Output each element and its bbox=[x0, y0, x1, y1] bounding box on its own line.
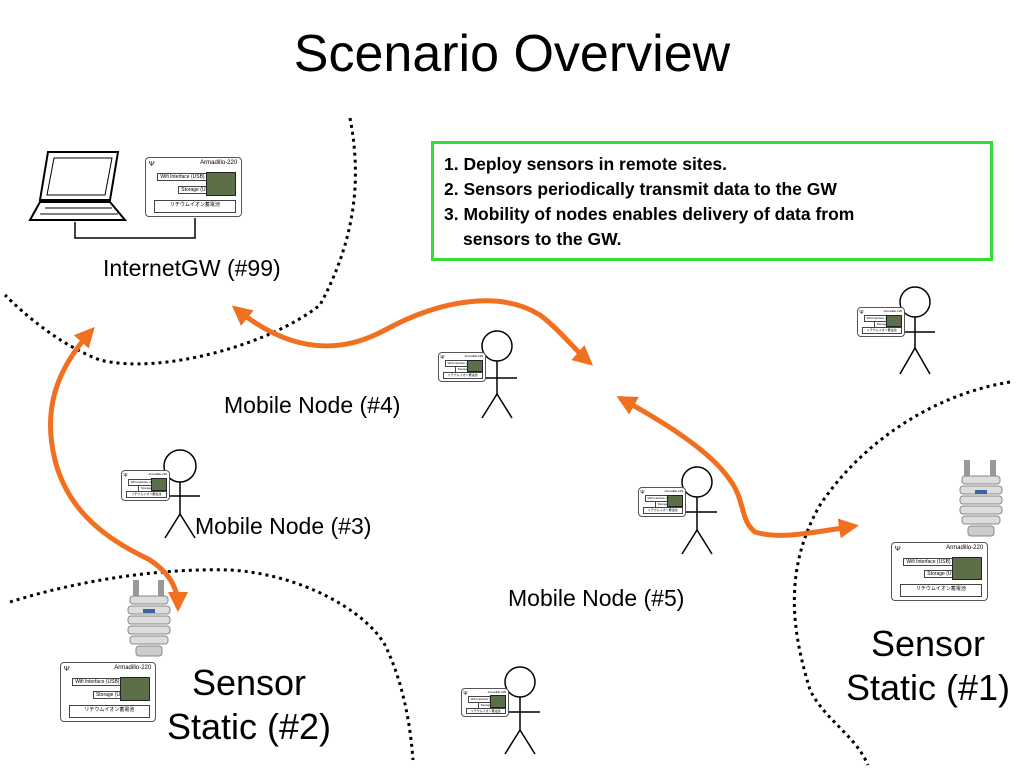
device-battery-label: リチウムイオン蓄電池 bbox=[68, 705, 151, 718]
antenna-icon: Ψ bbox=[463, 690, 468, 697]
device-board-right-top: Ψ Armadillo-220 Wifi Interface (USB) Sto… bbox=[857, 307, 905, 337]
sensor-static-1-line2: Static (#1) bbox=[845, 667, 1011, 708]
device-battery-label: リチウムイオン蓄電池 bbox=[153, 200, 237, 213]
board-chip-icon bbox=[666, 494, 683, 508]
step-3-continued-text: sensors to the GW. bbox=[463, 229, 622, 249]
device-battery-label: リチウムイオン蓄電池 bbox=[442, 372, 483, 380]
board-chip-icon bbox=[489, 695, 506, 708]
device-board-mobile5: Ψ Armadillo-220 Wifi Interface (USB) Sto… bbox=[638, 487, 686, 517]
slide-title: Scenario Overview bbox=[293, 25, 731, 83]
board-chip-icon bbox=[150, 477, 167, 491]
board-chip-icon bbox=[885, 314, 902, 328]
device-model-label: Armadillo-220 bbox=[487, 689, 507, 694]
antenna-icon: Ψ bbox=[894, 546, 901, 554]
antenna-icon: Ψ bbox=[859, 309, 864, 316]
device-battery-label: リチウムイオン蓄電池 bbox=[899, 584, 983, 597]
device-wifi-label: Wifi Interface (USB) bbox=[72, 678, 123, 687]
device-model-label: Armadillo-220 bbox=[883, 308, 903, 313]
device-model-label: Armadillo-220 bbox=[464, 353, 484, 358]
step-3-text: 3. Mobility of nodes enables delivery of… bbox=[444, 204, 855, 224]
person-icon-right-top bbox=[895, 286, 935, 375]
device-board-mobile4: Ψ Armadillo-220 Wifi Interface (USB) Sto… bbox=[438, 352, 486, 382]
device-battery-label: リチウムイオン蓄電池 bbox=[465, 707, 506, 715]
mobile-node-4-label: Mobile Node (#4) bbox=[224, 392, 401, 418]
device-board-mobile3: Ψ Armadillo-220 Wifi Interface (USB) Sto… bbox=[121, 470, 170, 501]
step-2-text: 2. Sensors periodically transmit data to… bbox=[444, 179, 837, 199]
device-board-sensor2: Ψ Armadillo-220 Wifi Interface (USB) Sto… bbox=[60, 662, 156, 722]
mobile-node-3-label: Mobile Node (#3) bbox=[195, 513, 372, 539]
antenna-icon: Ψ bbox=[63, 666, 70, 674]
sensor-static-2-label: Sensor Static (#2) bbox=[158, 661, 340, 749]
device-model-label: Armadillo-220 bbox=[114, 664, 152, 671]
antenna-icon: Ψ bbox=[640, 489, 645, 496]
board-chip-icon bbox=[205, 171, 237, 196]
gateway-region-boundary bbox=[3, 117, 357, 366]
board-chip-icon bbox=[466, 359, 483, 373]
sensor1-shield-icon bbox=[959, 460, 1003, 537]
device-model-label: Armadillo-220 bbox=[200, 159, 238, 166]
laptop-icon bbox=[28, 151, 128, 221]
device-model-label: Armadillo-220 bbox=[148, 471, 168, 476]
device-battery-label: リチウムイオン蓄電池 bbox=[861, 327, 902, 335]
device-board-gateway: Ψ Armadillo-220 Wifi Interface (USB) Sto… bbox=[145, 157, 242, 217]
mobile-node-5-label: Mobile Node (#5) bbox=[508, 585, 685, 611]
sensor-static-1-label: Sensor Static (#1) bbox=[838, 622, 1018, 710]
sensor-static-2-line1: Sensor bbox=[191, 662, 307, 703]
device-model-label: Armadillo-220 bbox=[946, 544, 984, 551]
scenario-steps-box: 1. Deploy sensors in remote sites. 2. Se… bbox=[431, 141, 993, 261]
device-model-label: Armadillo-220 bbox=[664, 488, 684, 493]
device-board-bottom: Ψ Armadillo-220 Wifi Interface (USB) Sto… bbox=[461, 688, 509, 717]
step-1-text: 1. Deploy sensors in remote sites. bbox=[444, 154, 728, 174]
antenna-icon: Ψ bbox=[440, 354, 445, 361]
antenna-icon: Ψ bbox=[148, 161, 155, 169]
sensor-static-2-line2: Static (#2) bbox=[166, 706, 332, 747]
gateway-label: InternetGW (#99) bbox=[103, 255, 281, 281]
antenna-icon: Ψ bbox=[123, 472, 128, 479]
device-wifi-label: Wifi Interface (USB) bbox=[157, 173, 208, 182]
sensor-static-1-line1: Sensor bbox=[870, 623, 986, 664]
device-board-sensor1: Ψ Armadillo-220 Wifi Interface (USB) Sto… bbox=[891, 542, 988, 601]
person-icon-bottom bbox=[500, 666, 540, 755]
laptop-cable bbox=[74, 218, 196, 239]
board-chip-icon bbox=[120, 676, 151, 701]
arrow-gw-to-mobile4 bbox=[231, 298, 594, 366]
device-battery-label: リチウムイオン蓄電池 bbox=[642, 507, 683, 515]
device-wifi-label: Wifi Interface (USB) bbox=[903, 557, 954, 566]
sensor2-shield-icon bbox=[127, 580, 171, 657]
arrow-gw-to-sensor2 bbox=[48, 327, 188, 612]
device-battery-label: リチウムイオン蓄電池 bbox=[125, 491, 167, 499]
board-chip-icon bbox=[951, 556, 983, 581]
arrow-mobile5-to-sensor1 bbox=[616, 395, 859, 539]
